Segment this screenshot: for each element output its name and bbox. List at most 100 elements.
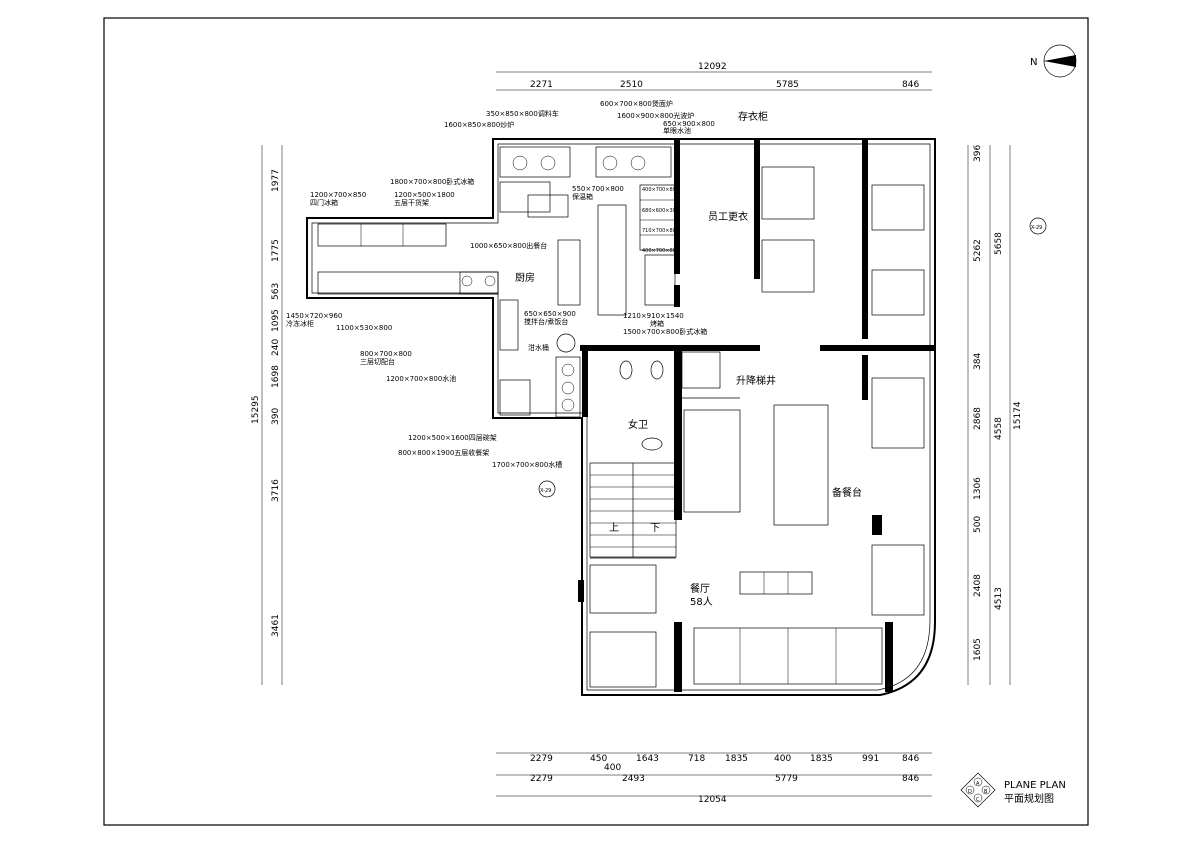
svg-text:D: D: [968, 789, 972, 795]
dim-left: 563: [271, 283, 281, 300]
equipment-label: 搅拌台/煮饭台: [524, 317, 568, 326]
dim-bottom-overall: 12054: [698, 795, 727, 805]
room-labels: 厨房 存衣柜 员工更衣 升降梯井 女卫 备餐台 餐厅 58人 上 下 泔水桶: [515, 110, 862, 608]
room-locker: 存衣柜: [738, 110, 768, 123]
dim-bottom: 846: [902, 774, 919, 784]
equipment-labels: 350×850×800调料车 1600×850×800炒炉 600×700×80…: [286, 99, 715, 469]
dim-left-overall: 15295: [251, 395, 261, 424]
dim-right: 5658: [994, 232, 1004, 255]
equipment-label: 保温箱: [572, 192, 593, 201]
equipment-label: 1200×500×1800: [394, 191, 455, 199]
dim-left: 1095: [271, 309, 281, 332]
dim-bottom: 400: [774, 754, 791, 764]
dim-bottom: 991: [862, 754, 879, 764]
dim-right: 1306: [973, 477, 983, 500]
dim-bottom: 1835: [725, 754, 748, 764]
dim-top: 2510: [620, 80, 643, 90]
room-dining: 餐厅: [690, 582, 710, 595]
equipment-label: 800×800×1900五层收餐架: [398, 448, 489, 457]
equipment-label: 1800×700×800卧式冰箱: [390, 177, 474, 186]
svg-text:X-29: X-29: [540, 488, 551, 494]
dim-bottom: 2493: [622, 774, 645, 784]
sheet-border: [103, 17, 1089, 826]
dim-top-overall: 12092: [698, 62, 727, 72]
plan-title-en: PLANE PLAN: [1004, 780, 1066, 791]
interior-walls: [578, 139, 935, 692]
dim-bottom: 400: [604, 763, 621, 773]
dim-bottom: 450: [590, 754, 607, 764]
stair-up-label: 上: [609, 522, 619, 534]
dim-right: 2408: [973, 574, 983, 597]
dim-right: 396: [973, 145, 983, 162]
water-bucket-label: 泔水桶: [528, 343, 549, 352]
dim-left: 3461: [271, 614, 281, 637]
room-service: 备餐台: [832, 486, 862, 499]
equipment-label: 400×700×800: [642, 248, 679, 254]
room-staff-change: 员工更衣: [708, 210, 748, 223]
dim-right-overall: 15174: [1013, 401, 1023, 430]
kitchen-equipment: [317, 146, 676, 418]
equipment-label: 1100×530×800: [336, 324, 392, 332]
dim-left: 1977: [271, 169, 281, 192]
dim-bottom: 2279: [530, 754, 553, 764]
equipment-label: 五层干货架: [394, 198, 429, 207]
equipment-label: 650×650×900: [524, 310, 576, 318]
stair-down-label: 下: [650, 523, 660, 534]
dim-right: 4558: [994, 417, 1004, 440]
equipment-label: 550×700×800: [572, 185, 624, 193]
dim-top: 5785: [776, 80, 799, 90]
equipment-label: 1200×700×800水池: [386, 374, 456, 383]
exterior-walls: [306, 138, 936, 696]
equipment-label: 400×700×800: [642, 187, 679, 193]
dim-bottom: 5779: [775, 774, 798, 784]
stairs: [589, 462, 677, 558]
dim-bottom: 718: [688, 754, 705, 764]
equipment-label: 三层切配台: [360, 357, 395, 366]
dimension-text: 12092 2271 2510 5785 846 2279 450 1643 7…: [251, 62, 1023, 805]
svg-text:A: A: [976, 781, 980, 787]
equipment-label: 1000×650×800出餐台: [470, 241, 547, 250]
equipment-label: 680×600×300: [642, 208, 679, 214]
equipment-label: 650×900×800: [663, 120, 715, 128]
dim-right: 1605: [973, 638, 983, 661]
title-block: A B C D PLANE PLAN 平面规划图: [960, 772, 1066, 808]
equipment-label: 1600×850×800炒炉: [444, 120, 514, 129]
equipment-label: 1200×500×1600四层碗架: [408, 433, 497, 442]
dim-right: 384: [973, 353, 983, 370]
equipment-label: 350×850×800调料车: [486, 109, 559, 118]
dim-bottom: 846: [902, 754, 919, 764]
equipment-label: 1210×910×1540: [623, 312, 684, 320]
equipment-label: 1700×700×800水槽: [492, 460, 562, 469]
dimension-lines: [261, 71, 1011, 797]
room-elevator: 升降梯井: [736, 374, 776, 387]
dim-left: 240: [271, 339, 281, 356]
north-arrow-icon: [1043, 44, 1077, 78]
toilet-fixtures: [619, 360, 664, 451]
svg-text:C: C: [976, 797, 980, 803]
equipment-label: 800×700×800: [360, 350, 412, 358]
dim-top: 2271: [530, 80, 553, 90]
equipment-label: 1500×700×800卧式冰箱: [623, 327, 707, 336]
equipment-label: 四门冰箱: [310, 198, 338, 207]
north-label: N: [1030, 57, 1037, 68]
dim-right: 500: [973, 516, 983, 533]
dim-right: 2868: [973, 407, 983, 430]
dim-bottom: 1835: [810, 754, 833, 764]
svg-text:X-29: X-29: [1031, 225, 1042, 231]
room-kitchen: 厨房: [515, 271, 535, 284]
equipment-label: 1200×700×850: [310, 191, 366, 199]
dim-bottom: 1643: [636, 754, 659, 764]
equipment-label: 1600×900×800光波炉: [617, 111, 694, 120]
dim-right: 5262: [973, 239, 983, 262]
dim-left: 390: [271, 408, 281, 425]
equipment-label: 600×700×800煲面炉: [600, 99, 673, 108]
plan-title-zh: 平面规划图: [1004, 792, 1054, 805]
dim-left: 1698: [271, 365, 281, 388]
room-dining-capacity: 58人: [690, 596, 713, 608]
axis-marker: X-29 X-29: [538, 217, 1047, 498]
dim-right: 4513: [994, 587, 1004, 610]
equipment-label: 烤箱: [650, 319, 664, 328]
equipment-label: 1450×720×960: [286, 312, 342, 320]
room-women-wc: 女卫: [628, 418, 648, 431]
